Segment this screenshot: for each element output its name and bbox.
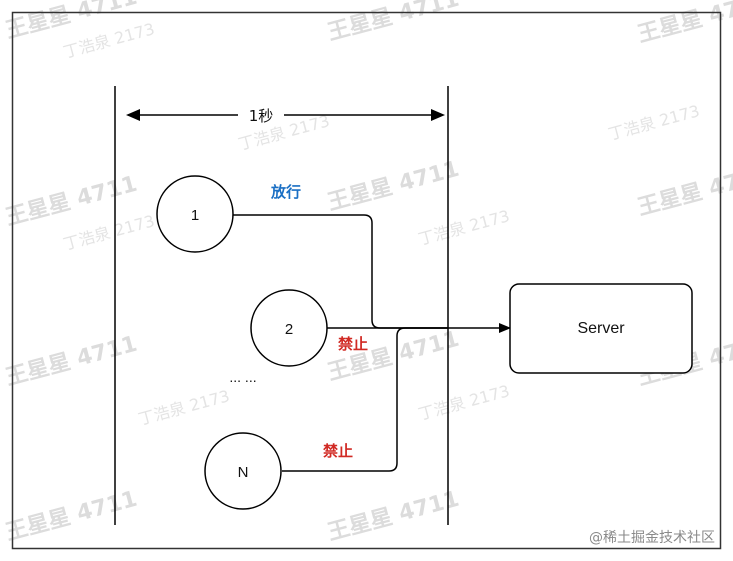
request-node-1: 1 [156,175,234,253]
footer-attribution: @稀土掘金技术社区 [589,530,715,546]
request-node-n: N [204,432,282,510]
watermark: 王星星 4711 [325,0,462,46]
watermark: 王星星 4711 [635,0,733,48]
connector-n-to-server [282,327,448,472]
watermark: 王星星 4711 [635,162,733,221]
watermark: 王星星 4711 [3,487,140,546]
watermark-layer: 王星星 4711 王星星 4711 王星星 4711 丁浩泉 2173 丁浩泉 … [3,0,733,546]
watermark: 丁浩泉 2173 [606,101,702,144]
watermark: 王星星 4711 [325,487,462,546]
pass-label: 放行 [270,183,301,201]
block-label-2: 禁止 [338,335,368,353]
watermark: 丁浩泉 2173 [416,381,512,424]
server-label: Server [577,320,625,337]
window-span-arrow [126,102,445,126]
ellipsis: ... ... [229,369,256,385]
watermark: 丁浩泉 2173 [61,211,157,254]
window-label: 1秒 [249,107,274,125]
request-node-1-label: 1 [191,207,199,224]
outer-frame [11,11,722,550]
watermark: 丁浩泉 2173 [136,386,232,429]
request-node-n-label: N [238,464,249,481]
watermark: 王星星 4711 [325,157,462,216]
server-box: Server [509,283,693,374]
block-label-n: 禁止 [323,442,353,460]
request-node-2-label: 2 [285,321,293,338]
watermark: 王星星 4711 [3,332,140,391]
watermark: 丁浩泉 2173 [416,206,512,249]
request-node-2: 2 [250,289,328,367]
